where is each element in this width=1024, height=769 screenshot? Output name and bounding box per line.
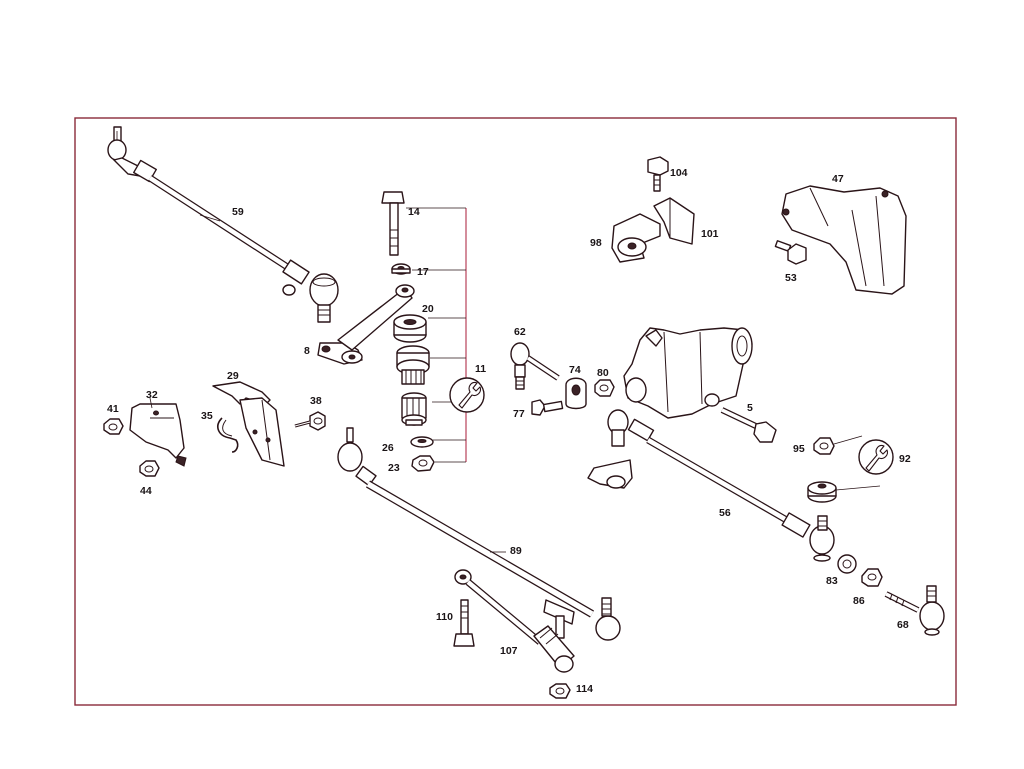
callout-32: 32 [146,389,158,401]
part-35-clip [217,417,239,453]
part-53-bolt [774,240,807,265]
part-83-spacer [837,554,857,574]
part-98-mount [611,213,661,263]
callout-26: 26 [382,442,394,454]
part-38-screw [294,411,326,431]
part-80-nut [594,379,615,397]
callout-5: 5 [747,402,753,414]
callout-110: 110 [436,611,453,623]
callout-114: 114 [576,683,593,695]
part-56-tie-rod [587,409,835,562]
steering-gear-box [623,327,753,419]
callout-8: 8 [304,345,310,357]
callout-80: 80 [597,367,609,379]
part-110-bolt [453,599,475,647]
callout-56: 56 [719,507,731,519]
callout-68: 68 [897,619,909,631]
callout-62: 62 [514,326,526,338]
part-23-nut [411,455,435,472]
part-74-clamp [565,377,587,410]
part-77-bolt [531,399,564,416]
callout-53: 53 [785,272,797,284]
part-89-drag-link [337,427,621,641]
part-92-bushing [807,481,837,503]
callout-107: 107 [500,645,518,657]
callout-86: 86 [853,595,865,607]
callout-104: 104 [670,167,688,179]
part-14-bolt [381,191,405,256]
callout-17: 17 [417,266,429,278]
callout-14: 14 [408,206,420,218]
callout-74: 74 [569,364,581,376]
part-101-plate [653,197,695,245]
part-59-tie-rod [107,126,339,323]
callout-59: 59 [232,206,244,218]
callout-83: 83 [826,575,838,587]
callout-bracket-14-23 [406,207,467,463]
part-68-ball-joint [884,585,945,636]
callout-101: 101 [701,228,719,240]
part-86-nut [861,568,883,587]
callout-98: 98 [590,237,602,249]
callout-47: 47 [832,173,844,185]
callout-92: 92 [899,453,911,465]
callout-77: 77 [513,408,525,420]
callout-23: 23 [388,462,400,474]
callout-38: 38 [310,395,322,407]
callout-20: 20 [422,303,434,315]
part-29-bracket [212,381,285,467]
part-17-washer [391,263,411,275]
wrench-symbol-11 [449,377,485,413]
part-114-nut [549,683,571,699]
callout-41: 41 [107,403,119,415]
callout-44: 44 [140,485,152,497]
part-104-bolt [647,156,669,192]
part-26-washer [410,436,434,448]
callout-89: 89 [510,545,522,557]
part-44-nut [139,460,160,477]
part-107-steering-damper [454,569,575,673]
diagram-frame [74,117,957,706]
part-8-idler-arm [317,284,415,365]
callout-35: 35 [201,410,213,422]
part-95-nut [813,437,835,455]
part-32-bracket [129,403,187,467]
part-62-ball-joint [510,342,560,390]
callout-29: 29 [227,370,239,382]
callout-95: 95 [793,443,805,455]
callout-11: 11 [475,363,486,375]
part-5-bolt [720,407,777,443]
part-41-nut [103,418,124,435]
wrench-symbol-92 [833,435,894,491]
part-47-shield [781,185,907,295]
part-20-bushing [393,314,427,343]
part-11-pivot-stack [396,345,430,426]
